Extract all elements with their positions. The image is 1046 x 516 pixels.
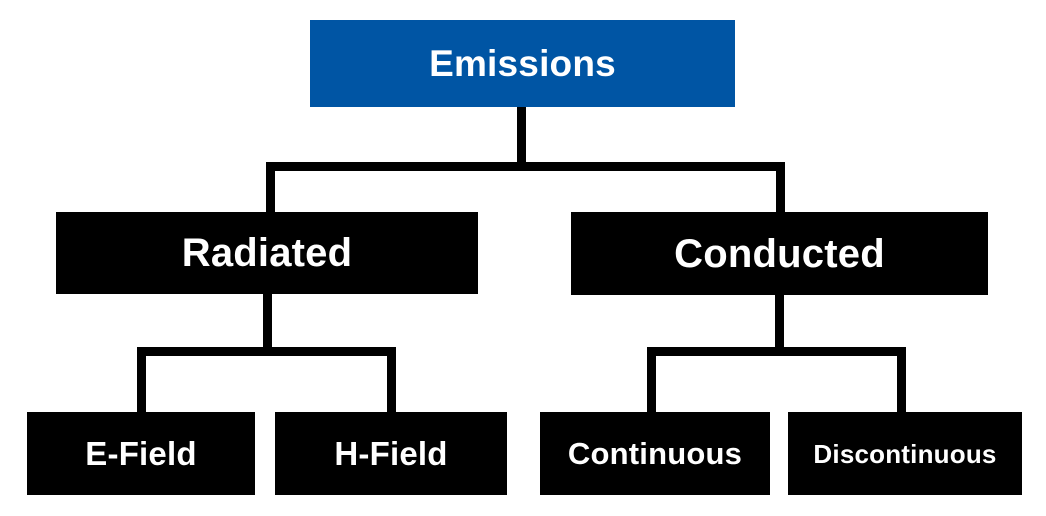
connector-drop-h-field (387, 347, 396, 413)
connector-drop-conducted (776, 162, 785, 213)
node-e-field[interactable]: E-Field (27, 412, 255, 495)
connector-radiated-stem (263, 294, 272, 348)
node-continuous[interactable]: Continuous (540, 412, 770, 495)
connector-drop-discontinuous (897, 347, 906, 413)
connector-level2-bus-conducted (647, 347, 906, 356)
connector-level2-bus-radiated (137, 347, 396, 356)
connector-emissions-stem (517, 107, 526, 163)
connector-drop-e-field (137, 347, 146, 413)
node-emissions[interactable]: Emissions (310, 20, 735, 107)
connector-drop-radiated (266, 162, 275, 213)
node-discontinuous[interactable]: Discontinuous (788, 412, 1022, 495)
connector-conducted-stem (775, 295, 784, 348)
node-h-field[interactable]: H-Field (275, 412, 507, 495)
connector-level1-bus (266, 162, 785, 171)
node-radiated[interactable]: Radiated (56, 212, 478, 294)
node-conducted[interactable]: Conducted (571, 212, 988, 295)
connector-drop-continuous (647, 347, 656, 413)
